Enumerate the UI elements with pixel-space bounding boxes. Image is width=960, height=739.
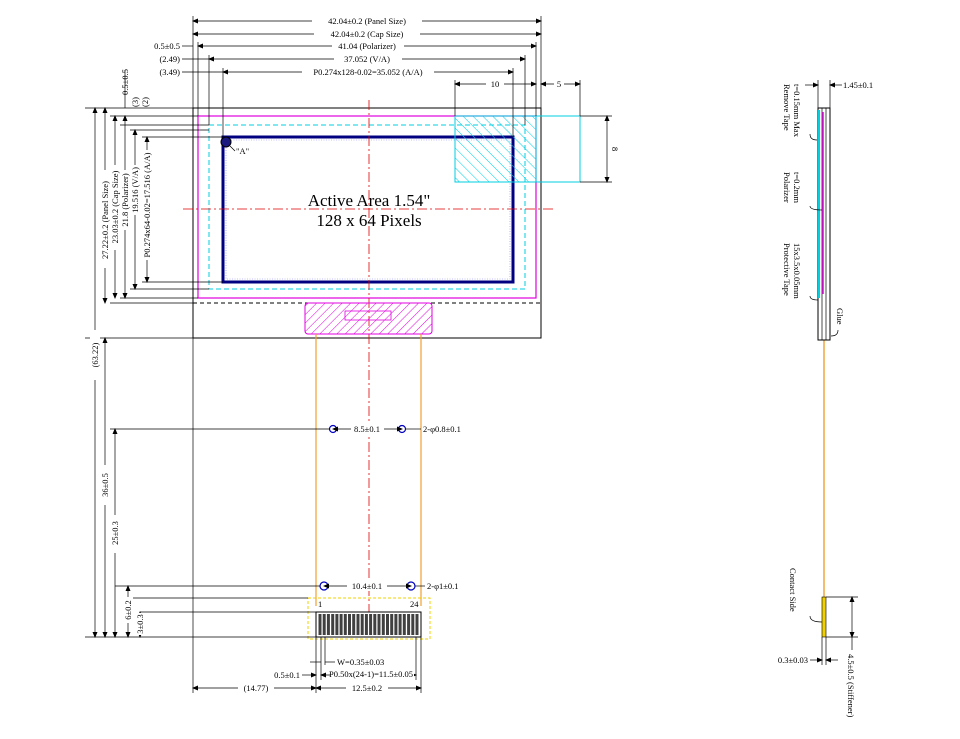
- contact-pin: [411, 614, 415, 635]
- cyan-extension: [454, 115, 581, 183]
- dim-total-length: (63.22): [90, 342, 100, 367]
- label-contact-side: Contact Side: [788, 568, 798, 612]
- dim-panel-height: 27.22±0.2 (Panel Size): [100, 181, 110, 259]
- ic-chip: [344, 310, 392, 321]
- detail-a-marker: [220, 136, 232, 148]
- dim-panel-size: 42.04±0.2 (Panel Size): [328, 16, 406, 26]
- contact-pin: [373, 614, 377, 635]
- ic-region: [304, 302, 433, 335]
- dim-va-height: 19.516 (V/A): [130, 167, 140, 213]
- contact-pin: [402, 614, 406, 635]
- contact-pin: [352, 614, 356, 635]
- label-protective-tape-size: 15x3.5x0.05mm: [792, 243, 802, 299]
- left-dimensions: (63.22) 27.22±0.2 (Panel Size) 23.03±0.2…: [85, 69, 330, 638]
- dim-polarizer-offset: 0.5±0.5: [154, 41, 180, 51]
- contact-pin: [356, 614, 360, 635]
- contact-pin: [339, 614, 343, 635]
- contact-pin: [377, 614, 381, 635]
- contact-pin: [398, 614, 402, 635]
- dim-cap-height: 23.03±0.2 (Cap Size): [110, 171, 120, 244]
- dim-cyan-width: 10: [491, 79, 500, 89]
- contact-pin: [390, 614, 394, 635]
- contact-pin: [322, 614, 326, 635]
- pin-first-label: 1: [318, 599, 322, 609]
- dim-pin-width: W=0.35±0.03: [337, 657, 384, 667]
- dim-aa-height: P0.274x64-0.02=17.516 (A/A): [142, 152, 152, 257]
- panel-outline: [192, 107, 542, 339]
- contact-pin: [415, 614, 419, 635]
- dim-hole-position: 25±0.3: [110, 521, 120, 545]
- dim-pin-pitch: P0.50x(24-1)=11.5±0.05: [329, 669, 413, 679]
- dim-va-offset: (2.49): [159, 54, 180, 64]
- dim-polarizer-height: 21.8 (Polarizer): [120, 173, 130, 227]
- detail-a-label: "A": [236, 146, 249, 156]
- label-polarizer-thickness: t=0.2mm: [792, 172, 802, 203]
- contact-pin: [331, 614, 335, 635]
- label-remove-tape-thickness: t=0.15mm Max: [792, 84, 802, 138]
- contact-pin: [318, 614, 322, 635]
- label-remove-tape: Remove Tape: [782, 84, 792, 131]
- dim-offset-2: (2): [140, 97, 150, 107]
- dim-aa-offset: (3.49): [159, 67, 180, 77]
- dim-fpc-thickness: 0.3±0.03: [778, 655, 808, 665]
- side-stiffener: [821, 596, 827, 638]
- side-view: 1.45±0.1 Remove Tape t=0.15mm Max Polari…: [778, 80, 873, 717]
- contact-pin: [407, 614, 411, 635]
- pixel-border: [225, 139, 511, 280]
- dim-offset-3: (3): [130, 97, 140, 107]
- panel-front-view: "A" Active Area 1.54" 128 x 64 Pixels: [183, 100, 581, 640]
- dim-fpc-length: 36±0.5: [100, 473, 110, 497]
- fpc-tail: 1 24: [304, 302, 433, 640]
- pixel-count-title: 128 x 64 Pixels: [316, 211, 421, 230]
- label-glue: Glue: [835, 308, 845, 325]
- contact-pin: [381, 614, 385, 635]
- contact-pin: [364, 614, 368, 635]
- label-polarizer: Polarizer: [782, 172, 792, 203]
- dim-top-offset: 0.5±0.5: [120, 69, 130, 95]
- dim-cyan-offset: 5: [557, 79, 561, 89]
- dim-stiffener-6: 6±0.2: [123, 600, 133, 620]
- active-area-outline: [221, 135, 515, 284]
- dim-hole-spacing-bottom: 10.4±0.1: [352, 581, 382, 591]
- contact-pin: [369, 614, 373, 635]
- contact-pin: [348, 614, 351, 635]
- active-area-title: Active Area 1.54": [308, 191, 431, 210]
- dim-pin-edge: 0.5±0.1: [274, 670, 300, 680]
- stiffener-outline: [307, 597, 431, 640]
- dim-cap-size: 42.04±0.2 (Cap Size): [331, 29, 404, 39]
- label-protective-tape: Protective Tape: [782, 243, 792, 296]
- contact-pins: [318, 614, 419, 635]
- dim-aa: P0.274x128-0.02=35.052 (A/A): [313, 67, 422, 77]
- contact-pin: [326, 614, 330, 635]
- contact-pin: [386, 614, 389, 635]
- bottom-dimensions: W=0.35±0.03 0.5±0.1 P0.50x(24-1)=11.5±0.…: [192, 338, 422, 693]
- hole-dimensions: 8.5±0.1 2-φ0.8±0.1 10.4±0.1 2-φ1±0.1: [323, 423, 461, 591]
- top-dimensions: 42.04±0.2 (Panel Size) 42.04±0.2 (Cap Si…: [154, 15, 620, 183]
- dim-hole-dia-bottom: 2-φ1±0.1: [427, 581, 459, 591]
- contact-pin: [360, 614, 364, 635]
- dim-polarizer: 41.04 (Polarizer): [338, 41, 396, 51]
- dim-stiffener-length: 4.5±0.5 (Stiffener): [846, 654, 856, 717]
- cyan-hatched-region: [454, 115, 537, 183]
- dim-stiffener-3: 3±0.3: [135, 614, 145, 634]
- dim-cyan-height: 8: [610, 147, 620, 151]
- contact-pin: [343, 614, 347, 635]
- pin-last-label: 24: [410, 599, 419, 609]
- dim-va: 37.052 (V/A): [344, 54, 390, 64]
- dim-hole-dia-top: 2-φ0.8±0.1: [423, 424, 461, 434]
- dim-fpc-offset: (14.77): [244, 683, 269, 693]
- contact-pin: [394, 614, 398, 635]
- dim-hole-spacing-top: 8.5±0.1: [354, 424, 380, 434]
- contact-pin: [335, 614, 339, 635]
- dim-side-thickness: 1.45±0.1: [843, 80, 873, 90]
- dim-fpc-width: 12.5±0.2: [352, 683, 382, 693]
- polarizer-outline: [197, 115, 537, 299]
